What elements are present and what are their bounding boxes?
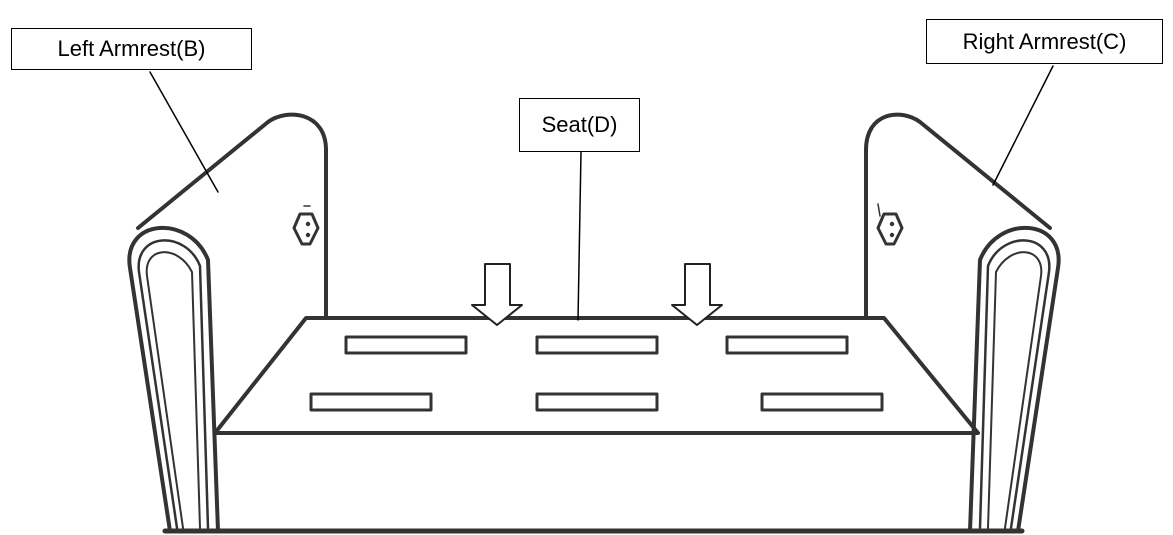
left-armrest (127, 112, 328, 533)
right-armrest-contour-2 (987, 251, 1043, 529)
leader-line-left-armrest (149, 71, 219, 193)
right-armrest-contour-1 (978, 239, 1051, 530)
seat-slot (535, 392, 659, 412)
left-bracket-icon (292, 205, 320, 246)
left-armrest-contour-2 (145, 251, 201, 529)
right-armrest (864, 112, 1061, 533)
right-armrest-outer-arm (968, 225, 1061, 533)
left-armrest-panel (136, 112, 328, 320)
seat-slot (535, 335, 659, 355)
left-armrest-label: Left Armrest(B) (11, 28, 252, 70)
down-arrow-icon (471, 263, 523, 326)
right-armrest-label: Right Armrest(C) (926, 19, 1163, 64)
leader-line-seat (577, 151, 582, 321)
seat-label: Seat(D) (519, 98, 640, 152)
seat-top-surface (213, 316, 980, 435)
right-bracket-icon (876, 203, 904, 246)
seat-slot (309, 392, 433, 412)
seat-slot (725, 335, 849, 355)
seat (162, 316, 1025, 534)
seat-slot (760, 392, 884, 412)
left-armrest-outer-arm (127, 225, 220, 533)
leader-line-right-armrest (992, 65, 1054, 186)
right-armrest-panel (864, 112, 1052, 320)
left-armrest-contour-1 (137, 239, 210, 530)
down-arrow-icon (671, 263, 723, 326)
seat-slot (344, 335, 468, 355)
